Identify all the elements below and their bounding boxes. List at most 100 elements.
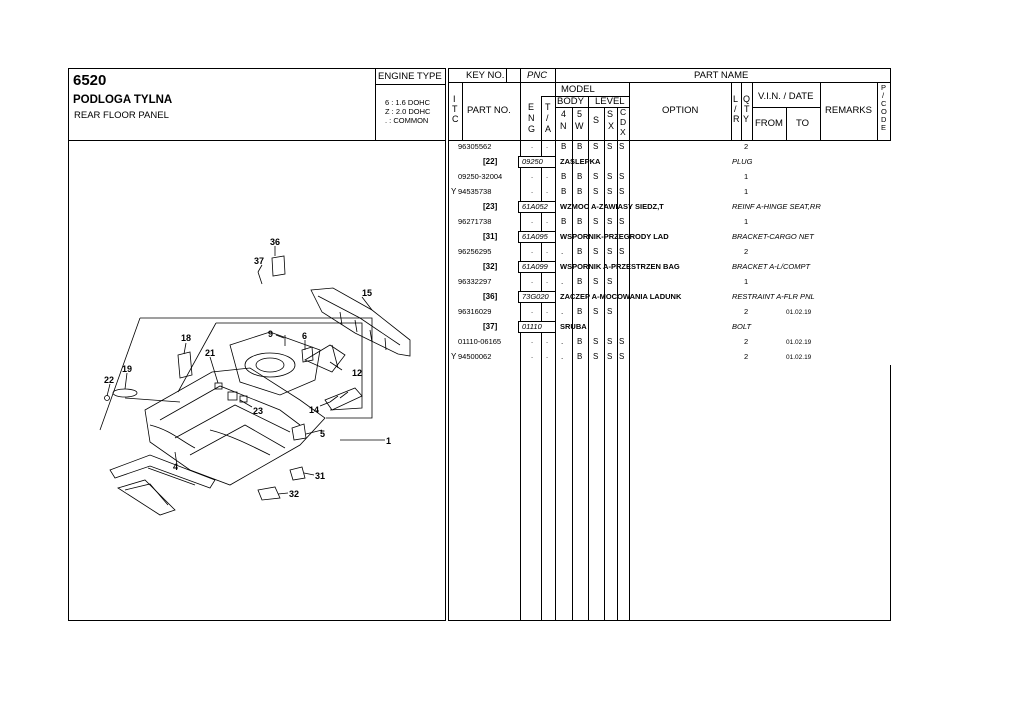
eng-value: . [531, 171, 534, 180]
pnc-code: 61A099 [522, 262, 548, 271]
level-s-value: S [593, 142, 599, 151]
bracket-14 [324, 387, 363, 411]
header-pcode-slash: / [882, 91, 885, 100]
washer-19 [112, 388, 138, 398]
pnc-box [518, 201, 556, 213]
part-number: 96332297 [458, 277, 492, 286]
engine-line-3: . : COMMON [385, 116, 429, 125]
pnc-box [518, 261, 556, 273]
level-cdx-value: S [619, 187, 625, 196]
diagram-label-15: 15 [362, 288, 372, 298]
key-number: [36] [483, 292, 498, 301]
level-s-value: S [593, 172, 599, 181]
level-sx-value: S [607, 277, 613, 286]
body-5w-value: B [577, 172, 583, 181]
header-cdx-x: X [620, 127, 626, 137]
eng-value: . [531, 186, 534, 195]
header-ta-t: T [545, 102, 551, 112]
header-vin-date: V.I.N. / DATE [758, 91, 814, 102]
pnc-code: 09250 [522, 157, 543, 166]
part-number: 94535738 [458, 187, 492, 196]
key-number: [23] [483, 202, 498, 211]
bracket-31 [289, 466, 306, 481]
pnc-box [518, 321, 556, 333]
key-number: [22] [483, 157, 498, 166]
col-line-4n [572, 107, 573, 621]
level-sx-value: S [607, 142, 613, 151]
ta-value: . [546, 171, 549, 180]
assembly-outline-2 [216, 322, 363, 411]
assembly-outline-1 [140, 317, 373, 419]
pnc-code: 73G020 [522, 292, 549, 301]
diagram-label-18: 18 [181, 333, 191, 343]
part-name-pl: ZASLEPKA [560, 157, 601, 166]
part-number: 96316029 [458, 307, 492, 316]
eng-value: . [531, 246, 534, 255]
level-cdx-value: S [619, 337, 625, 346]
vin-rule [752, 107, 820, 108]
level-sx-value: S [607, 247, 613, 256]
col-line-keyno [506, 68, 507, 82]
eng-value: . [531, 141, 534, 150]
pnc-box [518, 291, 556, 303]
floor-pan [144, 367, 326, 486]
header-eng-e: E [528, 102, 535, 112]
part-name-pl: ZACZEP A-MOCOWANIA LADUNK [560, 292, 682, 301]
table-right-edge-lower [890, 365, 891, 621]
header-pcode-d: D [881, 115, 887, 124]
header-pnc: PNC [527, 70, 548, 81]
col-line-eng [541, 96, 542, 621]
reinf-23 [227, 391, 238, 401]
header-qty-q: Q [743, 94, 751, 104]
part-name-en: BRACKET A-L/COMPT [732, 262, 811, 271]
ta-value: . [546, 216, 549, 225]
header-itc-t: T [452, 104, 458, 114]
header-qty-t: T [744, 104, 750, 114]
header-qty-y: Y [743, 114, 750, 124]
body-5w-value: B [577, 337, 583, 346]
diagram-panel-frame [68, 68, 446, 621]
level-s-value: S [593, 217, 599, 226]
body-5w-value: B [577, 142, 583, 151]
page-code: 6520 [73, 72, 107, 89]
model-rule [541, 96, 629, 97]
col-line-pcode [877, 82, 878, 140]
pnc-box [518, 231, 556, 243]
diagram-label-4: 4 [173, 462, 178, 472]
engine-type-underline [375, 84, 446, 85]
part-number: 01110-06165 [458, 337, 502, 346]
header-lr-r: R [733, 114, 740, 124]
diagram-label-14: 14 [309, 405, 319, 415]
plug-21 [214, 382, 223, 390]
level-sx-value: S [607, 172, 613, 181]
ta-value: . [546, 276, 549, 285]
parts-table-frame [448, 68, 891, 621]
body-5w-value: B [577, 247, 583, 256]
part-name-en: REINF A-HINGE SEAT,RR [732, 202, 821, 211]
eng-value: . [531, 306, 534, 315]
header-eng-n: N [528, 113, 535, 123]
header-pcode-o: O [881, 107, 887, 116]
diagram-label-12: 12 [352, 368, 362, 378]
header-pcode-e: E [881, 123, 887, 132]
body-level-rule [555, 107, 629, 108]
pnc-box [518, 156, 556, 168]
header-sx-x: X [608, 121, 615, 131]
diagram-label-19: 19 [122, 364, 132, 374]
header-s: S [593, 115, 600, 125]
body-4n-value: B [561, 217, 567, 226]
body-4n-value: B [561, 187, 567, 196]
level-cdx-value: S [619, 247, 625, 256]
header-4n-n: N [560, 121, 567, 131]
body-4n-value: . [561, 247, 564, 256]
diagram-label-36: 36 [270, 237, 280, 247]
level-sx-value: S [607, 352, 613, 361]
part-name-pl: SRUBA [560, 322, 587, 331]
qty-value: 2 [744, 307, 749, 316]
header-itc-c: C [452, 114, 459, 124]
diagram-label-31: 31 [315, 471, 325, 481]
eng-value: . [531, 336, 534, 345]
header-top-rule [448, 82, 891, 83]
bracket-18 [177, 351, 193, 379]
bracket-32 [257, 486, 281, 501]
